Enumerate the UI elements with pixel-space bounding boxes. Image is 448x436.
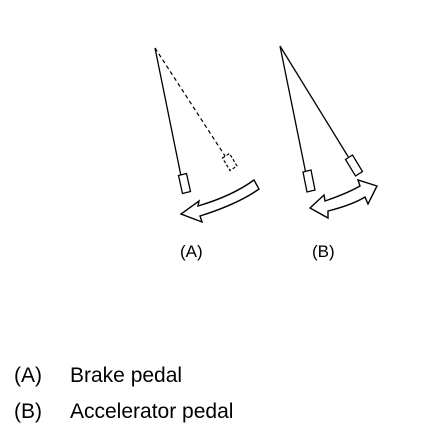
legend-item-brake: (A) Brake pedal (14, 358, 233, 394)
brake-pedal-pad (177, 172, 192, 195)
legend-item-accelerator: (B) Accelerator pedal (14, 394, 233, 430)
accelerator-pedal-pad-alt (344, 154, 364, 177)
panel-a-brake-pedal: (A) (154, 47, 260, 261)
brake-press-arrow (179, 178, 260, 224)
legend-text: Brake pedal (70, 364, 183, 387)
panel-b-accelerator-pedal: (B) (279, 45, 378, 261)
panel-b-label: (B) (312, 242, 335, 261)
accelerator-pedal-arm (279, 45, 307, 175)
legend-text: Accelerator pedal (70, 400, 234, 423)
accelerator-pedal-arm-alt (279, 45, 350, 159)
legend-key: (B) (14, 400, 42, 423)
legend: (A) Brake pedal (B) Accelerator pedal (14, 358, 233, 430)
panel-a-label: (A) (180, 242, 203, 261)
brake-pedal-pad-pressed (221, 152, 238, 172)
brake-pedal-arm (154, 47, 182, 177)
brake-pedal-arm-pressed (154, 47, 226, 157)
accelerator-pedal-pad (302, 169, 316, 193)
accelerator-two-way-arrow (308, 178, 378, 220)
legend-key: (A) (14, 364, 42, 387)
